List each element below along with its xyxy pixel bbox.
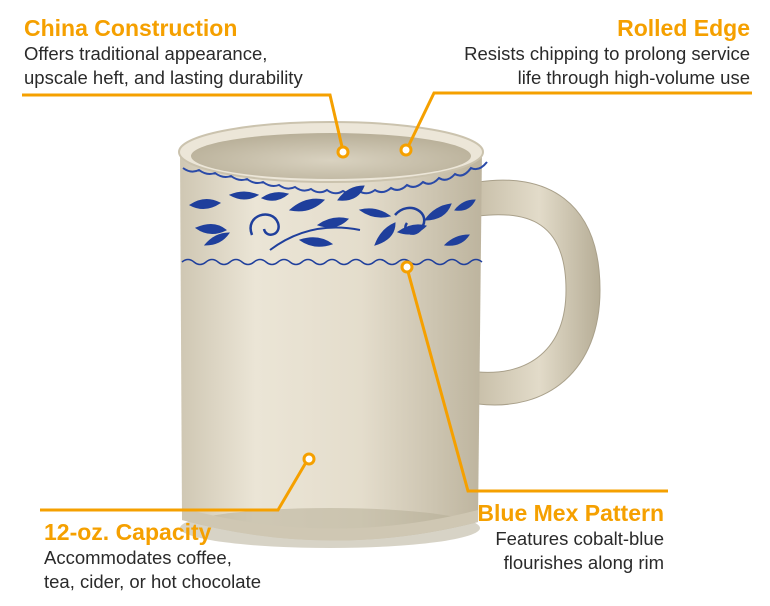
callout-title: Blue Mex Pattern: [477, 500, 664, 526]
callout-rolled-edge: Rolled Edge Resists chipping to prolong …: [410, 14, 750, 90]
callout-capacity: 12-oz. Capacity Accommodates coffee, tea…: [44, 518, 344, 594]
leader-rolled: [405, 91, 752, 150]
leader-china: [22, 93, 345, 152]
callout-desc-line2: tea, cider, or hot chocolate: [44, 571, 261, 592]
leader-capacity: [40, 458, 310, 512]
dot-rolled: [399, 143, 413, 157]
callout-desc-line2: upscale heft, and lasting durability: [24, 67, 303, 88]
callout-desc-line1: Offers traditional appearance,: [24, 43, 268, 64]
callout-dots: [302, 143, 414, 466]
scalloped-rim-edge: [182, 161, 488, 195]
callout-title: China Construction: [24, 15, 238, 41]
callout-title: 12-oz. Capacity: [44, 519, 212, 545]
callout-title: Rolled Edge: [617, 15, 750, 41]
callout-desc-line2: flourishes along rim: [503, 552, 664, 573]
mug-opening: [191, 133, 471, 179]
blue-mex-pattern-band: [181, 185, 483, 266]
callout-desc-line1: Features cobalt-blue: [495, 528, 664, 549]
dot-capacity: [302, 452, 316, 466]
dot-pattern: [400, 260, 414, 274]
mug-handle: [477, 179, 601, 406]
callout-desc-line1: Accommodates coffee,: [44, 547, 232, 568]
dot-china: [336, 145, 350, 159]
callout-desc-line2: life through high-volume use: [517, 67, 750, 88]
mug-body: [180, 150, 482, 541]
mug-base-shadow: [180, 508, 480, 548]
callout-china-construction: China Construction Offers traditional ap…: [24, 14, 364, 90]
leader-lines: [22, 91, 752, 512]
leader-pattern: [405, 267, 668, 493]
callout-blue-mex-pattern: Blue Mex Pattern Features cobalt-blue fl…: [404, 499, 664, 575]
callout-desc-line1: Resists chipping to prolong service: [464, 43, 750, 64]
